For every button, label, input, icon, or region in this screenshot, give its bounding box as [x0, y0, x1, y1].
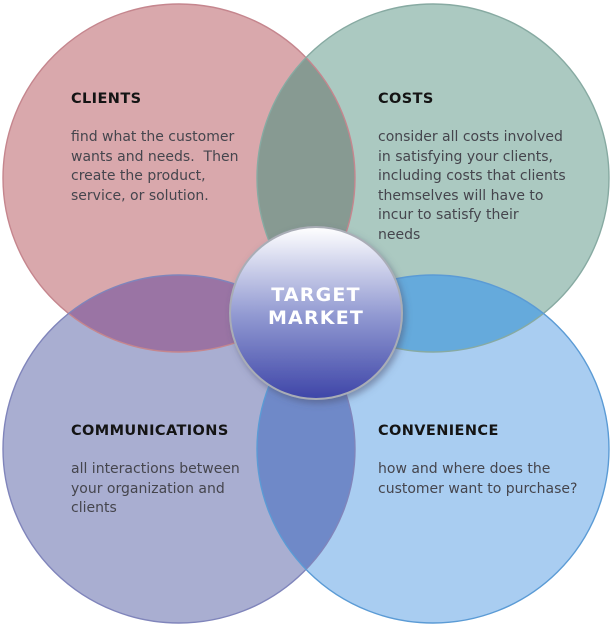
section-clients: CLIENTS find what the customer wants and… — [71, 90, 238, 206]
communications-body: all interactions between your organizati… — [71, 461, 240, 516]
communications-circle-outline — [2, 274, 356, 624]
costs-circle-outline — [256, 3, 610, 353]
convenience-body: how and where does the customer want to … — [378, 461, 578, 497]
section-communications: COMMUNICATIONS all interactions between … — [71, 422, 240, 519]
costs-body: consider all costs involved in satisfyin… — [378, 129, 566, 243]
communications-heading: COMMUNICATIONS — [71, 423, 229, 439]
clients-body: find what the customer wants and needs. … — [71, 129, 239, 204]
clients-heading: CLIENTS — [71, 91, 142, 107]
clients-circle-outline — [2, 3, 356, 353]
section-convenience: CONVENIENCE how and where does the custo… — [378, 422, 577, 499]
convenience-heading: CONVENIENCE — [378, 423, 499, 439]
target-market-circle — [229, 226, 403, 400]
section-costs: COSTS consider all costs involved in sat… — [378, 90, 566, 245]
convenience-circle-outline — [256, 274, 610, 624]
costs-heading: COSTS — [378, 91, 434, 107]
